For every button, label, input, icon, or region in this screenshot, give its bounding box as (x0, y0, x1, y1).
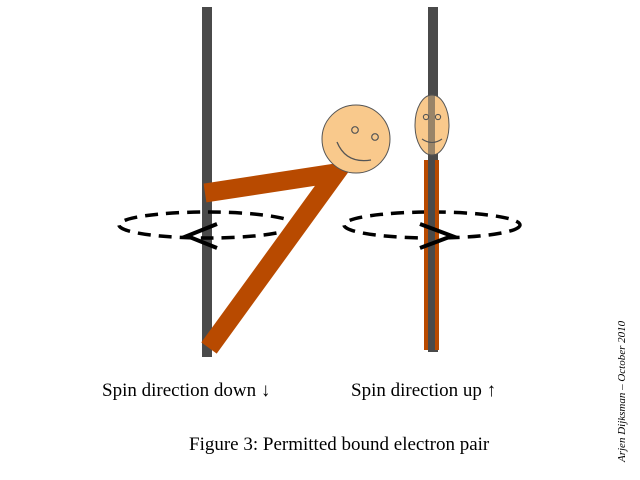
figure-caption: Figure 3: Permitted bound electron pair (189, 434, 490, 455)
spin-up-label: Spin direction up ↑ (351, 380, 497, 401)
tilted-stick-figure-icon (201, 104, 391, 354)
left-figure-head (321, 104, 391, 174)
left-figure-eye (371, 133, 379, 141)
left-figure-body (201, 160, 358, 354)
left-figure-smile (336, 141, 372, 162)
author-credit: Arjen Dijksman – October 2010 (616, 320, 628, 462)
spin-up-electron (342, 7, 522, 352)
edge-on-stick-figure-icon (414, 94, 450, 350)
spin-down-electron (117, 7, 391, 357)
right-figure-eye (422, 113, 430, 121)
right-pole-core (428, 160, 435, 350)
right-figure-head (414, 94, 450, 156)
right-figure-eye (434, 113, 442, 121)
leftward-arrow-icon (181, 222, 218, 250)
spin-down-label: Spin direction down ↓ (102, 380, 271, 401)
left-axis-pole (202, 7, 212, 357)
left-figure-eye (351, 126, 359, 134)
rightward-arrow-icon (419, 222, 458, 250)
right-figure-smile (421, 138, 443, 144)
